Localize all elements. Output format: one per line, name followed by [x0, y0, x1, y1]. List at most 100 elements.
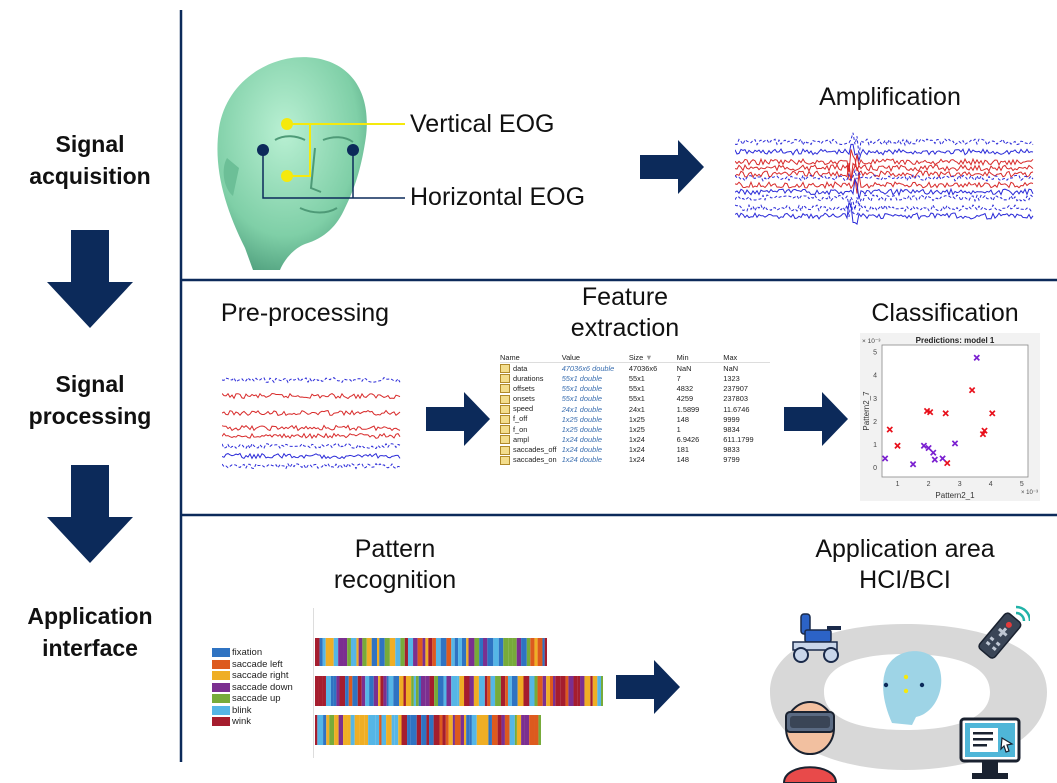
- variable-min: 7: [676, 373, 681, 383]
- pattern-segment: [534, 638, 538, 666]
- pattern-segment: [416, 715, 422, 745]
- variable-value: 1x25 double: [561, 414, 602, 424]
- variable-value: 1x25 double: [561, 424, 602, 434]
- variable-min: 148: [676, 455, 690, 465]
- pattern-segment: [542, 638, 545, 666]
- column-header[interactable]: Name: [500, 352, 562, 364]
- scatter-point: [894, 442, 901, 449]
- preprocessed-signals-plot: [222, 376, 401, 470]
- down-arrow-icon: [47, 230, 133, 328]
- vr-headset-user-icon: [782, 701, 838, 783]
- scatter-point: [926, 408, 934, 416]
- pattern-segment: [479, 638, 484, 666]
- signal-trace: [735, 149, 1034, 172]
- legend-item: blink: [212, 705, 293, 717]
- legend-swatch: [212, 682, 230, 692]
- axis-line: [313, 608, 314, 758]
- pattern-segment: [454, 715, 461, 745]
- pattern-segment: [511, 676, 518, 706]
- pattern-segment: [356, 638, 359, 666]
- pattern-segment: [433, 715, 440, 745]
- legend-item: saccade right: [212, 670, 293, 682]
- pattern-segment: [347, 638, 351, 666]
- pattern-segment: [399, 676, 404, 706]
- pattern-segment: [319, 638, 323, 666]
- variable-size: 1x24: [628, 455, 645, 465]
- pattern-segment: [495, 676, 501, 706]
- pattern-segment: [523, 676, 530, 706]
- pattern-segment: [521, 638, 527, 666]
- legend-swatch: [212, 694, 230, 704]
- y-tick-label: 3: [873, 396, 877, 403]
- legend-label: saccade left: [232, 658, 283, 670]
- pattern-segment: [529, 715, 535, 745]
- pattern-segment: [373, 676, 379, 706]
- pattern-segment: [393, 676, 400, 706]
- pattern-segment: [580, 676, 585, 706]
- pattern-segment: [357, 676, 362, 706]
- pattern-segment: [451, 676, 458, 706]
- signal-trace: [735, 132, 1034, 156]
- pattern-segment: [537, 676, 543, 706]
- pattern-segment: [415, 676, 419, 706]
- pattern-segment: [435, 638, 441, 666]
- variable-name: durations: [500, 373, 562, 384]
- pattern-segment: [359, 715, 365, 745]
- pattern-segment: [429, 715, 434, 745]
- pattern-segment: [484, 676, 488, 706]
- pattern-segment: [498, 638, 504, 666]
- x-tick-label: 2: [927, 481, 931, 488]
- scatter-point: [925, 444, 932, 452]
- pattern-segment: [347, 715, 351, 745]
- variable-name: saccades_off: [500, 445, 562, 455]
- column-header[interactable]: Min: [676, 352, 724, 364]
- pattern-segment: [413, 676, 416, 706]
- eog-electrodes: [257, 118, 405, 199]
- column-header[interactable]: Size ▼: [628, 352, 677, 364]
- variable-value: 1x24 double: [561, 445, 602, 455]
- right-arrow-icon: [784, 392, 848, 446]
- scatter-point: [981, 427, 988, 434]
- pattern-segment: [322, 676, 326, 706]
- signal-trace: [222, 424, 401, 432]
- pattern-segment: [322, 638, 326, 666]
- scatter-point: [920, 442, 928, 449]
- pattern-segment: [428, 638, 433, 666]
- pattern-segment: [418, 676, 421, 706]
- column-header[interactable]: Value: [561, 352, 629, 364]
- column-header[interactable]: Max: [723, 352, 770, 364]
- matrix-icon: [500, 414, 510, 424]
- variable-max: 9999: [723, 414, 740, 424]
- pattern-segment: [534, 676, 538, 706]
- pattern-segment: [432, 638, 436, 666]
- pattern-segment: [517, 676, 524, 706]
- matrix-icon: [500, 425, 510, 435]
- pattern-segment: [328, 638, 334, 666]
- legend-label: blink: [232, 704, 252, 716]
- right-arrow-icon: [426, 392, 490, 446]
- pattern-segment: [448, 715, 453, 745]
- pattern-segment: [358, 638, 363, 666]
- variable-size: 55x1: [628, 373, 645, 383]
- scatter-point: [989, 410, 996, 417]
- scatter-point: [944, 459, 951, 467]
- variable-size: 24x1: [628, 404, 645, 414]
- pattern-segment: [420, 676, 426, 706]
- pattern-segment: [466, 638, 469, 666]
- pattern-segment: [442, 715, 446, 745]
- chart-title: Predictions: model 1: [916, 336, 995, 345]
- variable-value: 1x24 double: [561, 455, 602, 465]
